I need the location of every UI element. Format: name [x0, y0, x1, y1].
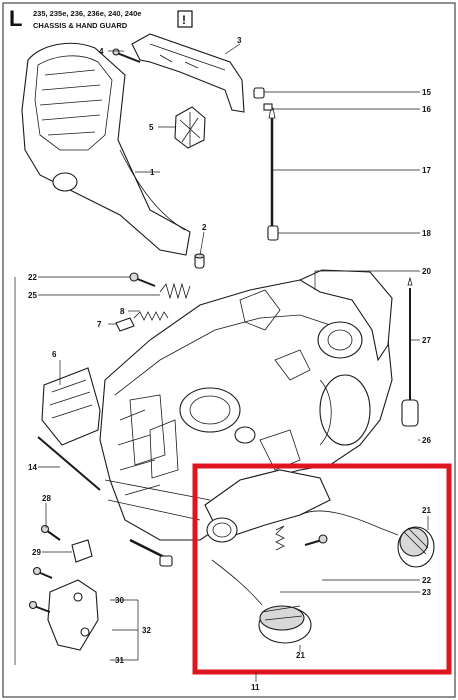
callout-28: 28: [42, 494, 51, 503]
section-letter: L: [9, 6, 22, 31]
fuel-filter: [401, 276, 419, 427]
callout-11: 11: [251, 683, 260, 692]
svg-text:!: !: [182, 13, 186, 27]
callout-15: 15: [422, 88, 431, 97]
bushing-2: [194, 253, 205, 269]
block-7: [115, 317, 135, 332]
fuel-tank-cap-large: [258, 605, 312, 644]
callout-27: 27: [422, 336, 431, 345]
callout-8: 8: [120, 307, 125, 316]
callout-29: 29: [32, 548, 41, 557]
part-15: [253, 87, 265, 99]
spring-bumper: [174, 106, 206, 149]
callout-1: 1: [150, 168, 155, 177]
cap-strap-lower: [211, 559, 263, 606]
callout-3: 3: [237, 36, 242, 45]
callout-7: 7: [97, 320, 102, 329]
bracket-32: [47, 579, 99, 651]
hand-guard: [21, 42, 191, 256]
leader-lines: [14, 43, 429, 682]
callout-14: 14: [28, 463, 37, 472]
callout-22-lower: 22: [422, 576, 431, 585]
plate-6: [41, 367, 101, 446]
part-16: [263, 103, 273, 111]
block-29: [71, 539, 93, 563]
spring-23: [275, 525, 285, 551]
callout-16: 16: [422, 105, 431, 114]
callout-30: 30: [115, 596, 124, 605]
callout-23: 23: [422, 588, 431, 597]
brake-lever: [131, 33, 245, 113]
callout-31: 31: [115, 656, 124, 665]
screw-22-top: [129, 272, 156, 287]
fuel-tank-cap-small: [397, 526, 435, 568]
highlight-box: [192, 463, 452, 675]
callout-2: 2: [202, 223, 207, 232]
callout-20: 20: [422, 267, 431, 276]
rod-17: [268, 107, 276, 226]
callout-5: 5: [149, 123, 154, 132]
rod-14: [37, 436, 101, 491]
callout-18: 18: [422, 229, 431, 238]
callout-32: 32: [142, 626, 151, 635]
section-title: CHASSIS & HAND GUARD: [33, 21, 128, 30]
cap-strap-upper: [299, 510, 399, 536]
callout-21-lower: 21: [296, 651, 305, 660]
callout-21-right: 21: [422, 506, 431, 515]
callout-4: 4: [99, 47, 104, 56]
chassis-body: [99, 279, 393, 541]
screw-31: [28, 600, 51, 613]
info-icon: !: [177, 10, 193, 28]
callout-6: 6: [52, 350, 57, 359]
part-18: [267, 225, 279, 241]
tank-neck: [204, 469, 331, 543]
screw-28: [40, 524, 61, 541]
callout-22-top: 22: [28, 273, 37, 282]
screw-22-lower: [304, 534, 328, 546]
screw-lower: [32, 538, 173, 579]
callout-25: 25: [28, 291, 37, 300]
model-list: 235, 235e, 236, 236e, 240, 240e: [33, 9, 141, 18]
callout-26: 26: [422, 436, 431, 445]
spring-8: [133, 311, 169, 321]
screw-4: [112, 48, 141, 63]
callout-17: 17: [422, 166, 431, 175]
spring-25: [159, 282, 191, 300]
